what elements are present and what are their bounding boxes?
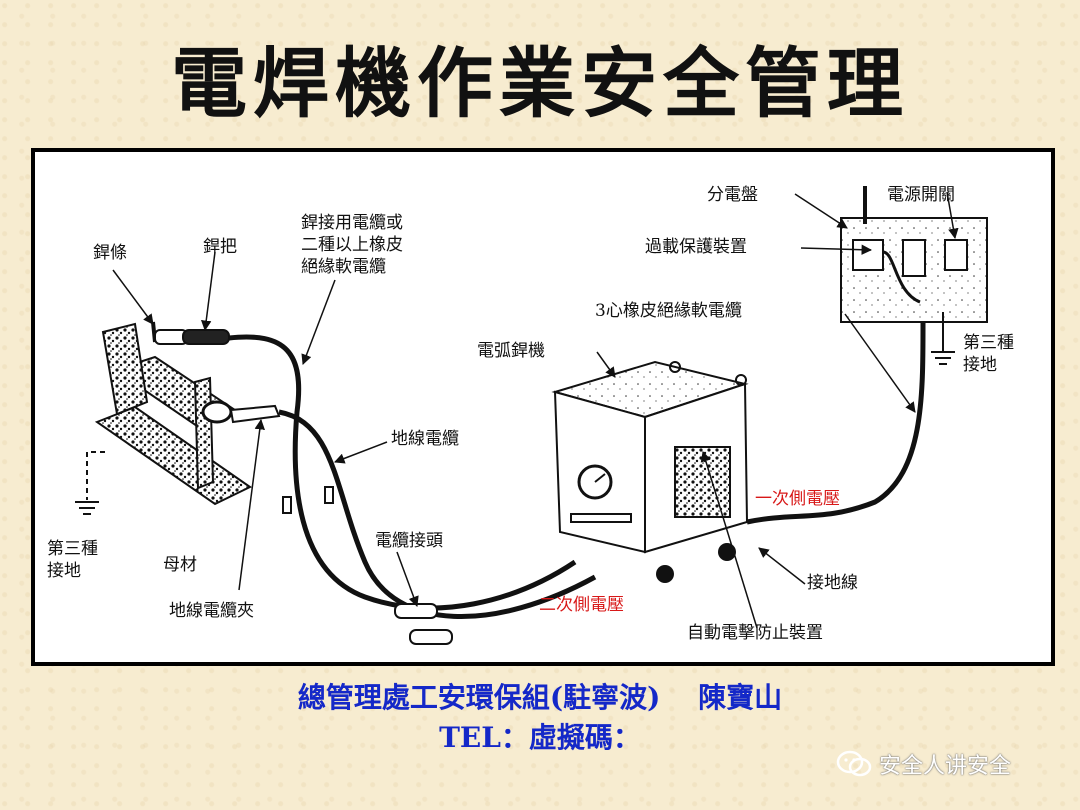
third-ground-right-line1: 第三種 (963, 333, 1014, 353)
base-metal-label: 母材 (163, 555, 197, 575)
arc-welder (551, 360, 749, 583)
power-cable (746, 311, 926, 525)
third-ground-left-line2: 接地 (47, 561, 81, 581)
electrode-label: 銲條 (93, 243, 127, 263)
watermark: 安全人讲安全 (835, 746, 1011, 782)
welding-diagram: 銲條 銲把 銲接用電纜或 二種以上橡皮 絕緣軟電纜 地線電纜 電纜接頭 地線電纜… (31, 148, 1055, 666)
watermark-text: 安全人讲安全 (879, 754, 1012, 779)
footer-author: 總管理處工安環保組(駐寧波) 陳寶山 (297, 681, 783, 714)
ground-cable (278, 409, 597, 619)
panel-label: 分電盤 (707, 185, 758, 205)
third-ground-right-line2: 接地 (963, 355, 997, 375)
diagram-drawing (75, 186, 988, 645)
weld-cable-label-line1: 銲接用電纜或 (301, 213, 403, 233)
ground-symbol-left (75, 451, 105, 515)
weld-cable-label-line3: 絕緣軟電纜 (301, 257, 386, 277)
leader-lines (112, 191, 959, 629)
welding-cable (228, 334, 577, 611)
ground-cable-label: 地線電纜 (391, 429, 459, 449)
footer-phone: TEL：虛擬碼： (439, 721, 641, 754)
ground-clamp (201, 400, 281, 424)
secondary-voltage-label: 二次側電壓 (539, 595, 624, 615)
power-switch-label: 電源開關 (887, 185, 955, 205)
holder-label: 銲把 (203, 237, 237, 257)
distribution-panel (840, 186, 988, 323)
ground-symbol-right (931, 312, 955, 365)
ground-clamp-label: 地線電纜夾 (169, 601, 254, 621)
anti-shock-label: 自動電擊防止裝置 (687, 623, 823, 643)
overload-label: 過載保護裝置 (645, 237, 747, 257)
cable-joints (282, 486, 453, 645)
weld-cable-label: 銲接用電纜或 二種以上橡皮 絕緣軟電纜 (301, 212, 403, 278)
base-metal-plates (94, 322, 252, 506)
primary-voltage-label: 一次側電壓 (755, 489, 840, 509)
ground-wire-label: 接地線 (807, 573, 858, 593)
third-ground-right-label: 第三種 接地 (963, 332, 1014, 376)
page-title: 電焊機作業安全管理 (171, 39, 909, 128)
wechat-icon (836, 750, 872, 777)
rubber-cable-label: 3心橡皮絕緣軟電纜 (595, 301, 742, 321)
weld-cable-label-line2: 二種以上橡皮 (301, 235, 403, 255)
electrode-holder (151, 321, 230, 345)
third-ground-left-line1: 第三種 (47, 539, 98, 559)
third-ground-left-label: 第三種 接地 (47, 538, 98, 582)
arc-welder-label: 電弧銲機 (477, 341, 545, 361)
cable-joint-label: 電纜接頭 (375, 531, 443, 551)
